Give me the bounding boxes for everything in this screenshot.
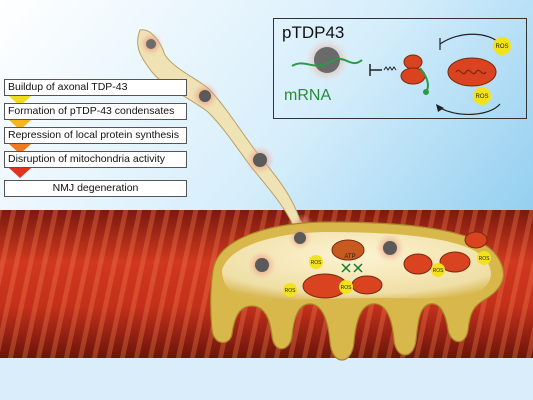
mechanism-inset: pTDP43 mRNA: [273, 18, 527, 119]
arrow-3: [9, 144, 31, 154]
svg-text:ROS: ROS: [479, 256, 491, 262]
arrow-4: [9, 168, 31, 178]
ros-marker: [493, 37, 511, 55]
inset-mechanism-art: ROS ROS: [291, 33, 511, 115]
ros-marker: [339, 280, 353, 294]
cascade-step-2: Formation of pTDP-43 condensates: [4, 103, 187, 120]
axonal-aggregates: [139, 32, 314, 238]
ros-marker: [283, 283, 297, 297]
cascade-step-5: NMJ degeneration: [4, 180, 187, 197]
svg-text:ROS: ROS: [285, 288, 297, 294]
svg-text:ROS: ROS: [495, 44, 508, 50]
arrow-2: [9, 120, 31, 130]
arrow-1: [9, 96, 31, 106]
cascade-step-1: Buildup of axonal TDP-43: [4, 79, 187, 96]
atp-label: ATP: [344, 254, 355, 260]
ros-marker: [431, 263, 445, 277]
svg-text:ROS: ROS: [475, 94, 488, 100]
terminal-aggregates: [247, 226, 405, 280]
ros-marker: [309, 255, 323, 269]
cascade-step-3: Repression of local protein synthesis: [4, 127, 187, 144]
svg-text:ROS: ROS: [433, 268, 445, 274]
terminal-mitochondria: [302, 231, 488, 299]
svg-text:ROS: ROS: [311, 260, 323, 266]
cascade-step-4: Disruption of mitochondria activity: [4, 151, 187, 168]
terminal-ros-markers: ROS ROS ROS ROS ROS ATP: [283, 251, 491, 297]
ros-marker: [473, 87, 491, 105]
ros-marker: [477, 251, 491, 265]
inset-mrna-label: mRNA: [284, 87, 332, 104]
blocked-atp-icon: [341, 263, 363, 273]
svg-text:ROS: ROS: [341, 285, 353, 291]
inset-title: pTDP43: [282, 23, 345, 42]
bottom-band: [0, 355, 533, 400]
